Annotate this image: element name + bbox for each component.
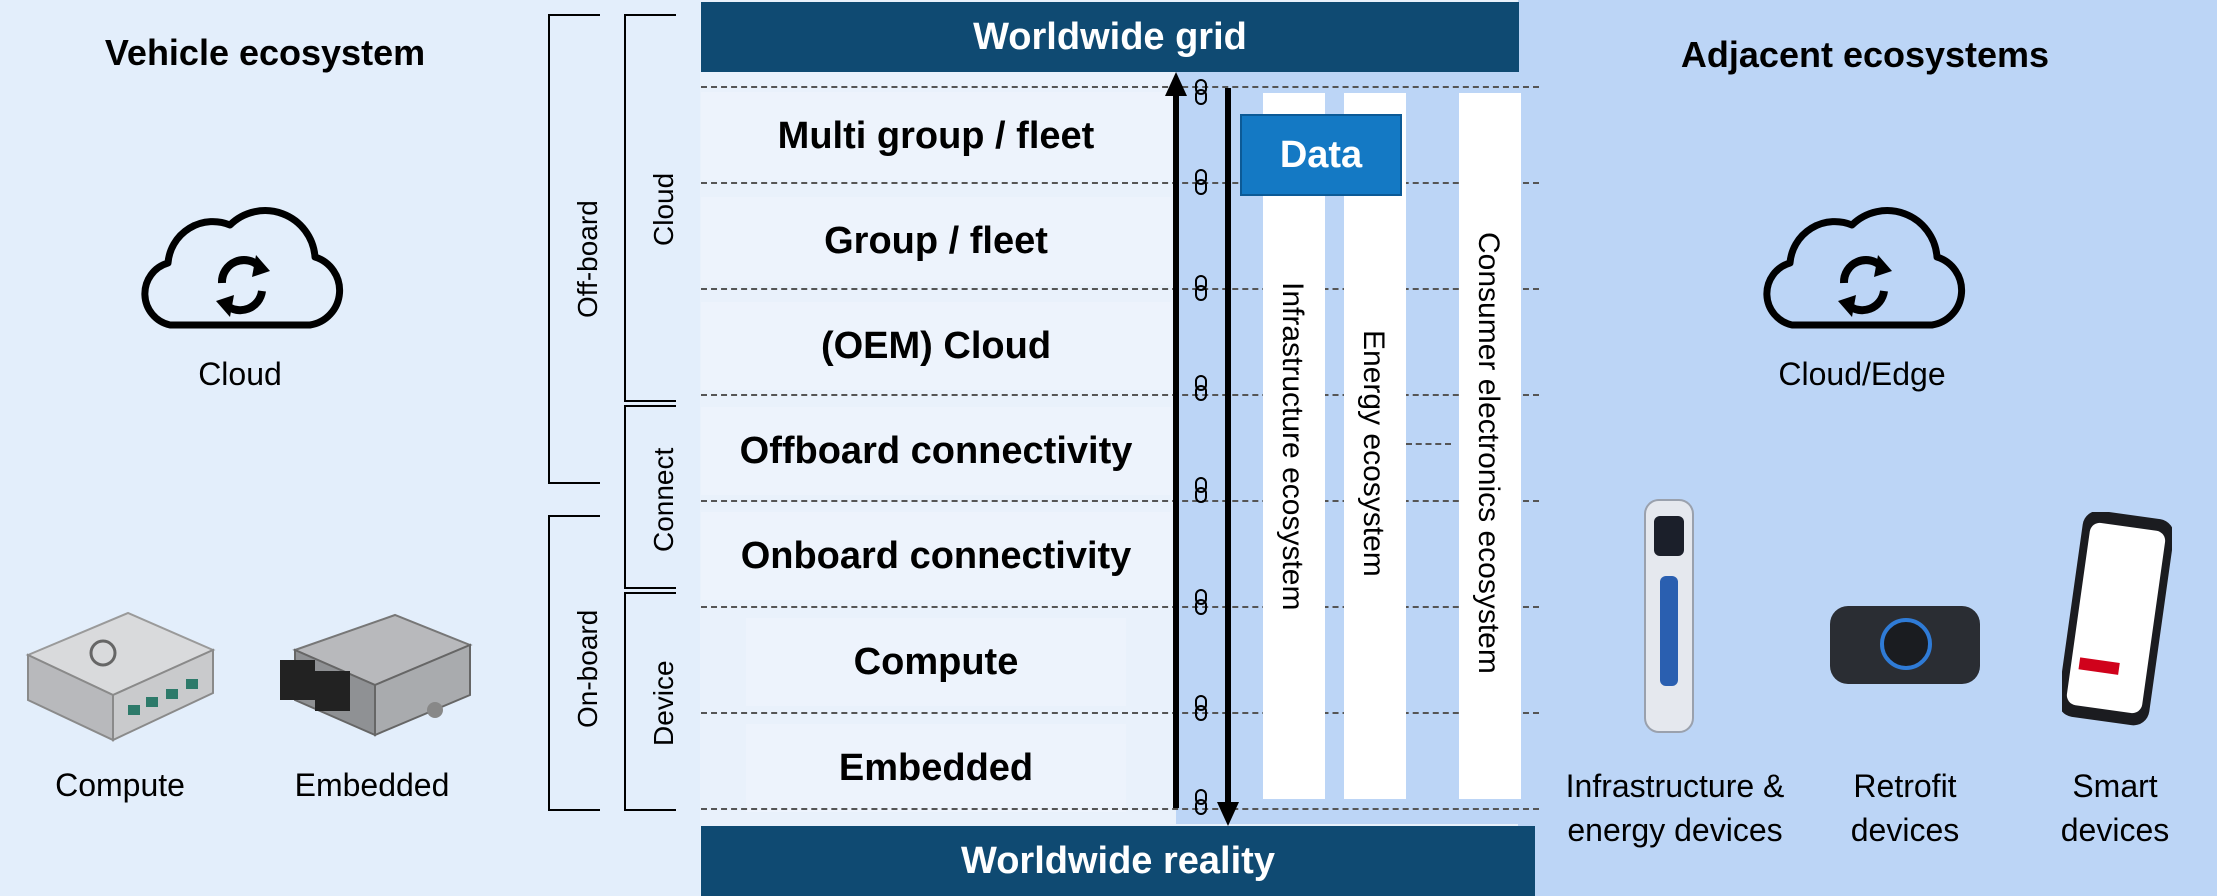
charger-device-image — [1644, 499, 1694, 733]
data-box: Data — [1240, 114, 1402, 196]
off-board-label: Off-board — [572, 200, 603, 318]
infrastructure-ecosystem-label: Infrastructure ecosystem — [1276, 282, 1309, 611]
retrofit-label-line2: devices — [1850, 812, 1960, 848]
row-multi-group-fleet: Multi group / fleet — [701, 92, 1171, 180]
row-divider — [701, 86, 1539, 88]
cloud-edge-icon — [1763, 207, 1966, 329]
device-bracket — [624, 592, 676, 811]
compute-label: Compute — [55, 767, 185, 803]
cloud-bracket-label: Cloud — [648, 172, 679, 246]
consumer-electronics-ecosystem-column — [1459, 93, 1521, 799]
embedded-device-image — [280, 613, 473, 737]
adjacent-ecosystems-panel — [1518, 0, 2217, 896]
infra-label-line2: energy devices — [1567, 812, 1783, 848]
infra-label-line1: Infrastructure & — [1565, 768, 1785, 804]
row-divider — [701, 288, 1539, 290]
smartphone-image — [2062, 512, 2172, 726]
connect-bracket — [624, 405, 676, 589]
row-offboard-connectivity: Offboard connectivity — [701, 407, 1171, 495]
worldwide-reality-band: Worldwide reality — [701, 826, 1535, 896]
adjacent-ecosystems-title: Adjacent ecosystems — [1680, 34, 2050, 75]
cloud-edge-label: Cloud/Edge — [1778, 356, 1946, 392]
cloud-label: Cloud — [198, 356, 282, 392]
device-bracket-label: Device — [648, 660, 679, 746]
off-board-bracket — [548, 14, 600, 484]
row-compute: Compute — [746, 618, 1126, 706]
connector-dash — [1406, 443, 1451, 445]
retrofit-device-image — [1830, 606, 1980, 684]
cloud-bracket — [624, 14, 676, 402]
infrastructure-energy-devices-label: Infrastructure & energy devices — [1540, 764, 1810, 852]
energy-ecosystem-label: Energy ecosystem — [1357, 330, 1390, 577]
row-oem-cloud: (OEM) Cloud — [701, 302, 1171, 390]
link-icons — [1195, 79, 1207, 815]
infrastructure-ecosystem-column — [1263, 93, 1325, 799]
row-divider — [701, 394, 1539, 396]
consumer-electronics-ecosystem-label: Consumer electronics ecosystem — [1472, 232, 1505, 674]
smart-devices-label: Smart devices — [2040, 764, 2190, 852]
row-onboard-connectivity: Onboard connectivity — [701, 512, 1171, 600]
row-divider — [701, 182, 1539, 184]
retrofit-label-line1: Retrofit — [1853, 768, 1957, 804]
row-embedded: Embedded — [746, 724, 1126, 812]
energy-ecosystem-column — [1344, 93, 1406, 799]
vehicle-ecosystem-title: Vehicle ecosystem — [104, 32, 426, 73]
row-group-fleet: Group / fleet — [701, 197, 1171, 285]
row-divider — [701, 606, 1539, 608]
vehicle-ecosystem-panel — [0, 0, 700, 896]
connect-bracket-label: Connect — [648, 447, 679, 552]
row-divider — [701, 712, 1539, 714]
compute-device-image — [25, 611, 216, 742]
on-board-label: On-board — [572, 609, 603, 728]
row-divider — [701, 808, 1539, 810]
worldwide-grid-band: Worldwide grid — [701, 2, 1519, 72]
cloud-icon — [141, 207, 344, 329]
row-divider — [701, 500, 1539, 502]
on-board-bracket — [548, 515, 600, 811]
smart-label-line2: devices — [2060, 812, 2170, 848]
retrofit-devices-label: Retrofit devices — [1830, 764, 1980, 852]
embedded-label: Embedded — [294, 767, 450, 803]
bidirectional-arrows — [1165, 72, 1239, 826]
smart-label-line1: Smart — [2072, 768, 2158, 804]
